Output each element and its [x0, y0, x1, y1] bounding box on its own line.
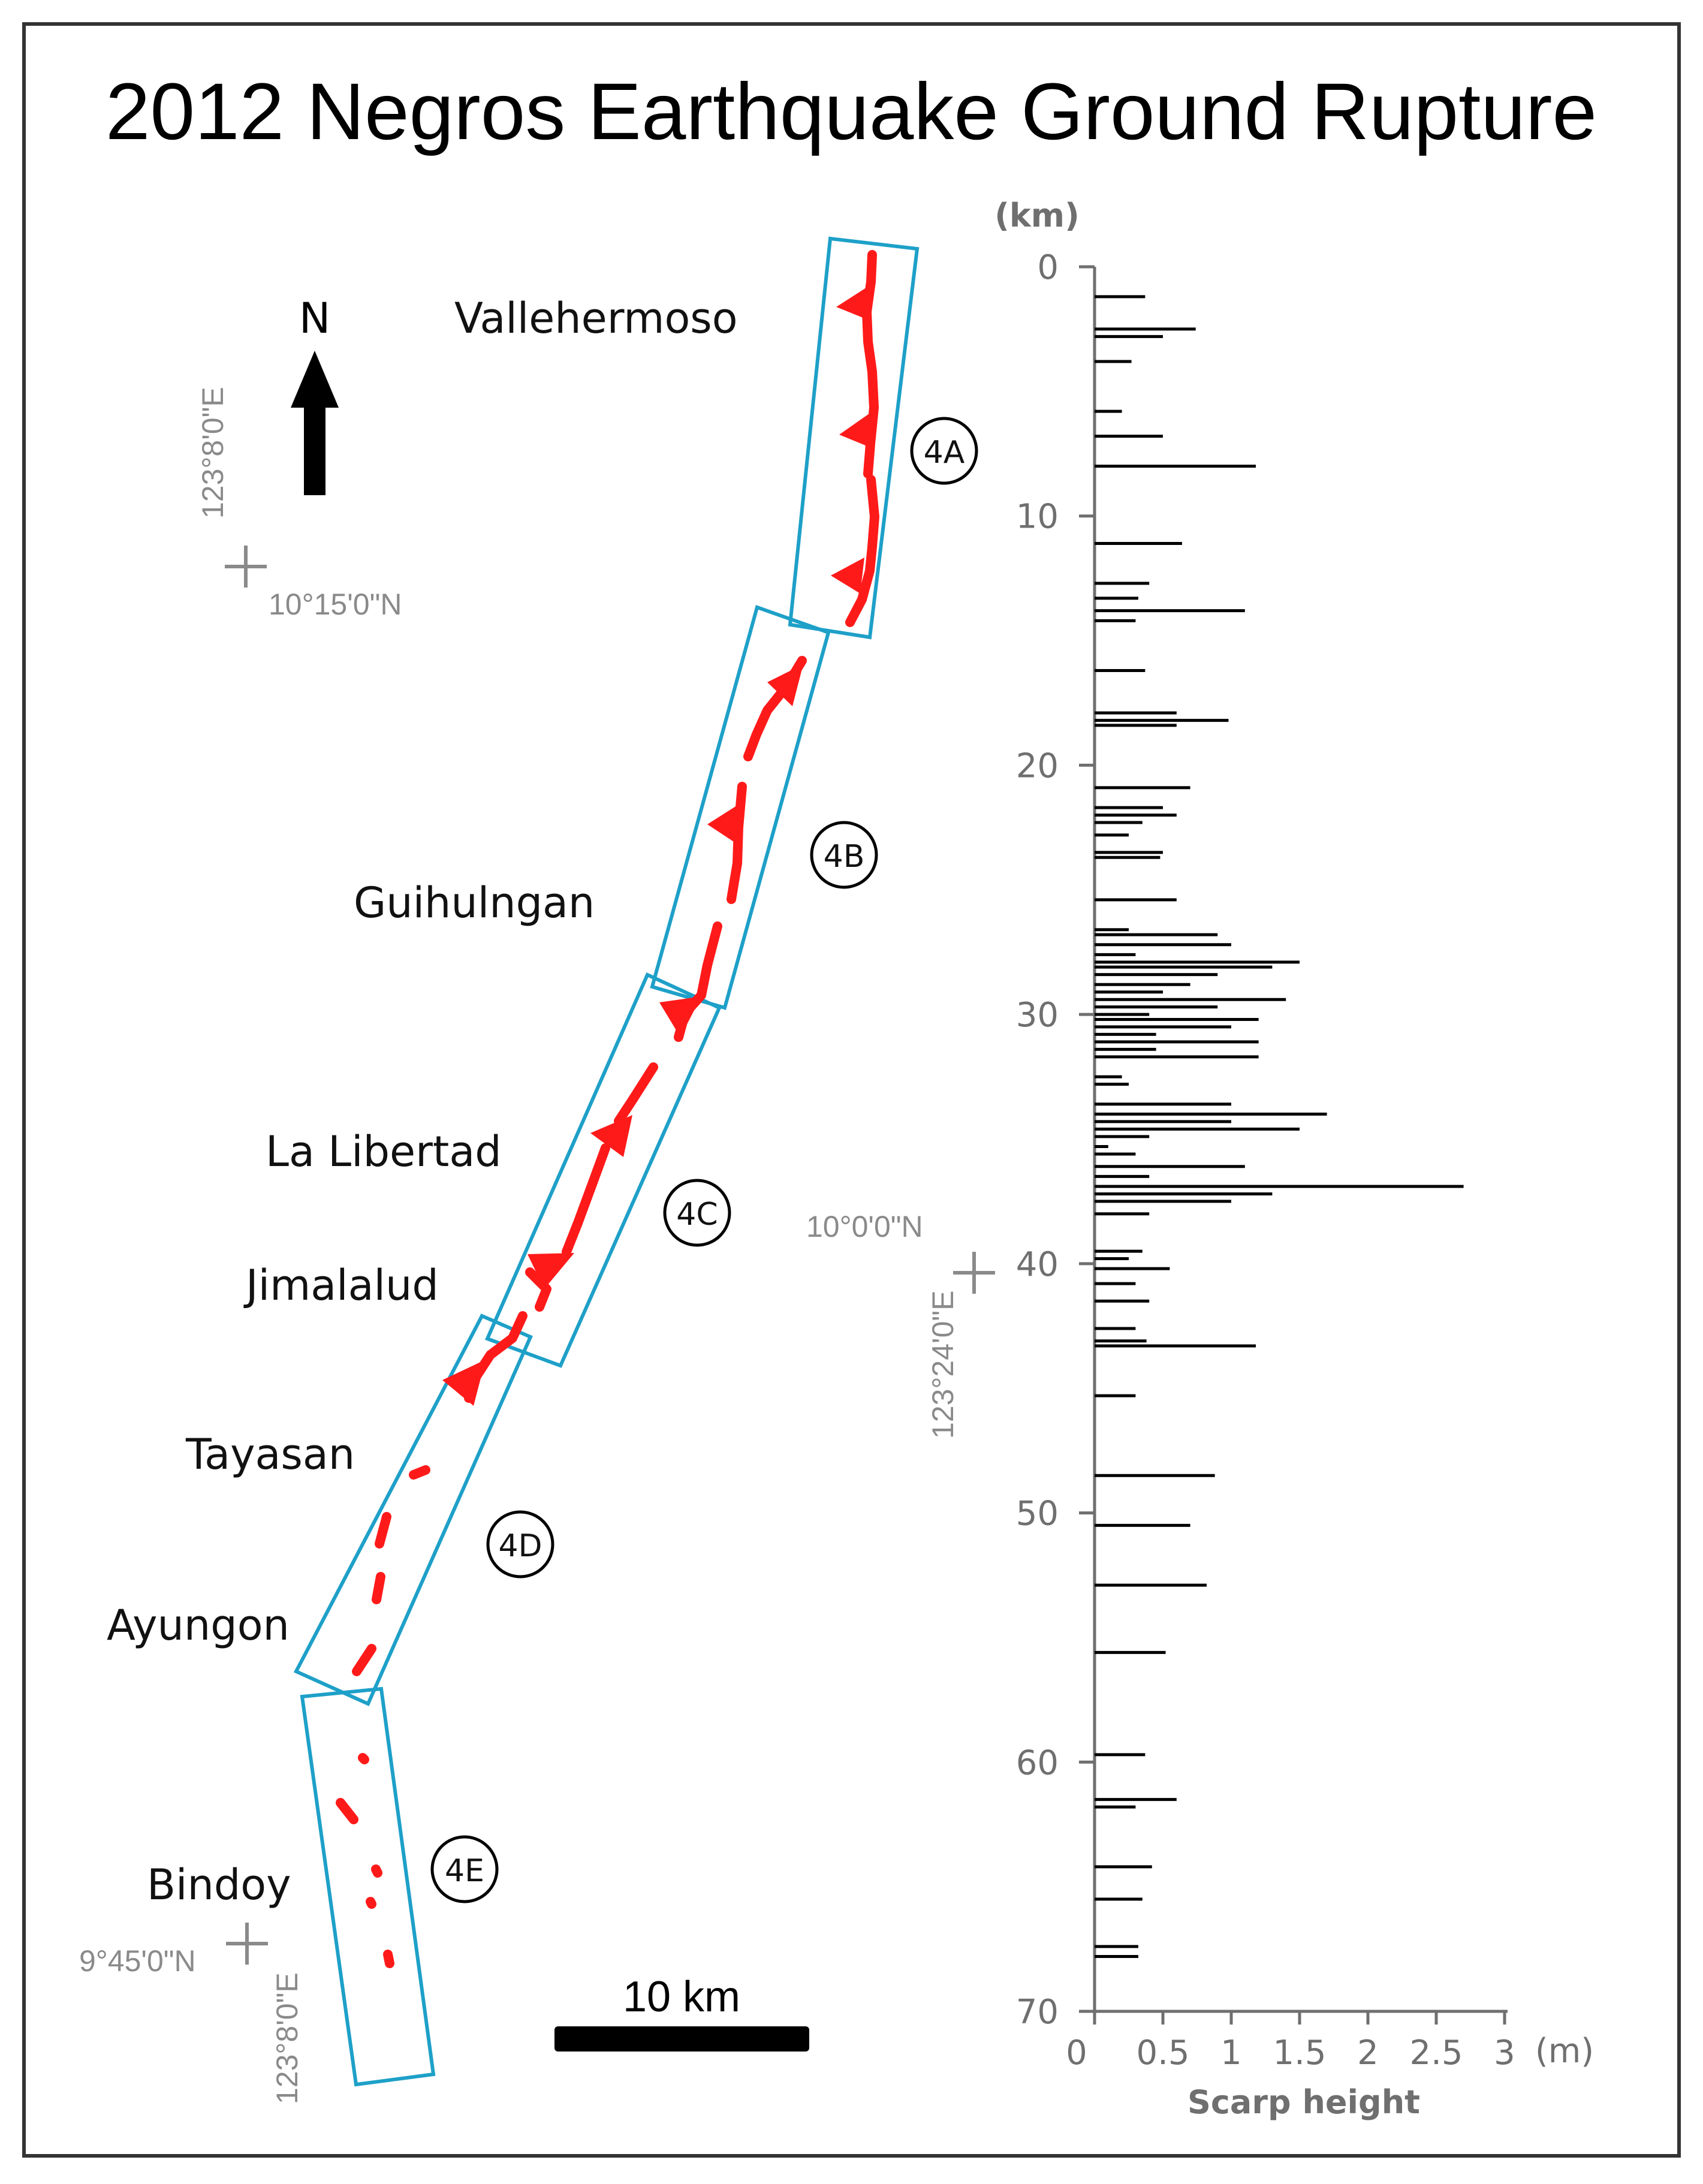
zone-circle-4D — [486, 1510, 554, 1578]
thrust-teeth — [442, 287, 873, 1406]
figure-title: 2012 Negros Earthquake Ground Rupture — [106, 67, 1597, 156]
rupture-segment — [845, 475, 879, 627]
zone-label-4D: 4D — [498, 1528, 542, 1564]
thrust-tooth — [528, 1253, 574, 1289]
north-arrow-head — [291, 351, 339, 408]
y-tick-label: 60 — [1016, 1743, 1059, 1782]
zone-labels: 4A 4B 4C 4D 4E — [430, 417, 978, 1903]
place-la-libertad: La Libertad — [266, 1127, 502, 1176]
zone-label-4B: 4B — [824, 839, 865, 875]
thrust-tooth — [707, 805, 739, 844]
zone-box-4D — [293, 1314, 533, 1706]
thrust-tooth — [659, 996, 701, 1037]
coord-bottom-left-lat: 9°45'0"N — [79, 1944, 196, 1978]
zone-circle-4E — [430, 1835, 499, 1903]
thrust-tooth — [767, 664, 803, 706]
y-unit-label: (km) — [994, 197, 1080, 234]
y-ticks: 0 10 20 30 40 50 60 70 — [1016, 248, 1095, 2032]
zone-label-4E: 4E — [445, 1853, 484, 1889]
place-vallehermoso: Vallehermoso — [454, 294, 738, 343]
zone-box-4B — [650, 605, 831, 1010]
place-tayasan: Tayasan — [185, 1430, 355, 1479]
coord-top-left-lat: 10°15'0"N — [269, 588, 402, 621]
x-tick-label: 0 — [1066, 2034, 1087, 2072]
thrust-tooth — [590, 1115, 632, 1157]
zone-box-4E — [300, 1686, 436, 2087]
scale-bar-rule — [554, 2026, 809, 2052]
place-bindoy: Bindoy — [147, 1860, 291, 1909]
rupture-segment — [372, 1572, 385, 1604]
x-tick-label: 2.5 — [1409, 2034, 1463, 2072]
place-guihulngan: Guihulngan — [354, 878, 595, 927]
coord-top-left-lon: 123°8'0"E — [196, 387, 230, 519]
figure-frame — [22, 22, 1681, 2158]
rupture-segment — [727, 782, 747, 904]
scarp-height-chart: 0 10 20 30 40 50 60 70 0 0.5 1 1.5 2 2.5 3 (km) (m) S… — [994, 197, 1594, 2121]
chart-axes — [1093, 267, 1508, 2013]
x-tick-label: 1.5 — [1273, 2034, 1326, 2072]
zone-circle-4C — [663, 1179, 731, 1247]
place-jimalalud: Jimalalud — [243, 1261, 439, 1310]
rupture-segment — [375, 1512, 391, 1549]
coord-cross-mid-right — [953, 1252, 995, 1294]
x-tick-label: 1 — [1220, 2034, 1242, 2072]
rupture-trace — [336, 250, 879, 1968]
thrust-tooth — [442, 1360, 486, 1406]
chart-bars — [1095, 295, 1464, 1959]
x-unit-label: (m) — [1535, 2032, 1594, 2071]
scale-bar: 10 km — [554, 1973, 809, 2052]
x-ticks: 0 0.5 1 1.5 2 2.5 3 — [1066, 2011, 1515, 2072]
rupture-segment — [371, 1864, 382, 1878]
coordinate-markers — [225, 546, 995, 1965]
zone-box-4A — [788, 236, 920, 640]
rupture-segment — [614, 1062, 658, 1126]
x-tick-label: 0.5 — [1136, 2034, 1189, 2072]
rupture-segment — [562, 1143, 610, 1257]
x-axis-title: Scarp height — [1187, 2083, 1420, 2121]
x-tick-label: 3 — [1494, 2034, 1515, 2072]
y-tick-label: 50 — [1016, 1495, 1059, 1534]
north-arrow-icon: N — [291, 294, 339, 495]
x-tick-label: 2 — [1357, 2034, 1379, 2072]
y-tick-label: 40 — [1016, 1245, 1059, 1284]
rupture-segment — [383, 1950, 394, 1968]
y-tick-label: 0 — [1037, 248, 1059, 287]
coord-mid-right-lon: 123°24'0"E — [926, 1291, 960, 1439]
y-tick-label: 30 — [1016, 996, 1059, 1035]
thrust-tooth — [839, 414, 873, 448]
coord-mid-right-lat: 10°0'0"N — [806, 1210, 923, 1243]
zone-circle-4A — [910, 417, 978, 485]
coord-bottom-left-lon: 123°8'0"E — [270, 1972, 304, 2104]
rupture-segment — [409, 1465, 430, 1480]
scale-bar-label: 10 km — [623, 1973, 740, 2021]
zone-label-4A: 4A — [924, 435, 965, 471]
north-label: N — [299, 294, 330, 343]
y-tick-label: 10 — [1016, 498, 1059, 537]
thrust-tooth — [836, 287, 870, 321]
rupture-segment — [525, 1267, 551, 1312]
zone-label-4C: 4C — [676, 1197, 718, 1233]
place-ayungon: Ayungon — [107, 1601, 290, 1650]
place-names: Vallehermoso Guihulngan La Libertad Jima… — [107, 294, 738, 1909]
north-arrow-shaft — [304, 406, 325, 495]
thrust-tooth — [831, 558, 864, 594]
rupture-segment — [352, 1644, 376, 1676]
map-panel: 4A 4B 4C 4D 4E Vallehermoso Guihulngan L… — [79, 236, 995, 2104]
coord-cross-bottom-left — [226, 1923, 268, 1965]
rupture-segment — [336, 1798, 358, 1824]
y-tick-label: 70 — [1016, 1993, 1059, 2032]
rupture-segment — [366, 1897, 376, 1909]
y-tick-label: 20 — [1016, 746, 1059, 785]
zone-circle-4B — [810, 821, 878, 889]
rupture-segment — [358, 1753, 369, 1764]
coord-cross-top-left — [225, 546, 267, 588]
